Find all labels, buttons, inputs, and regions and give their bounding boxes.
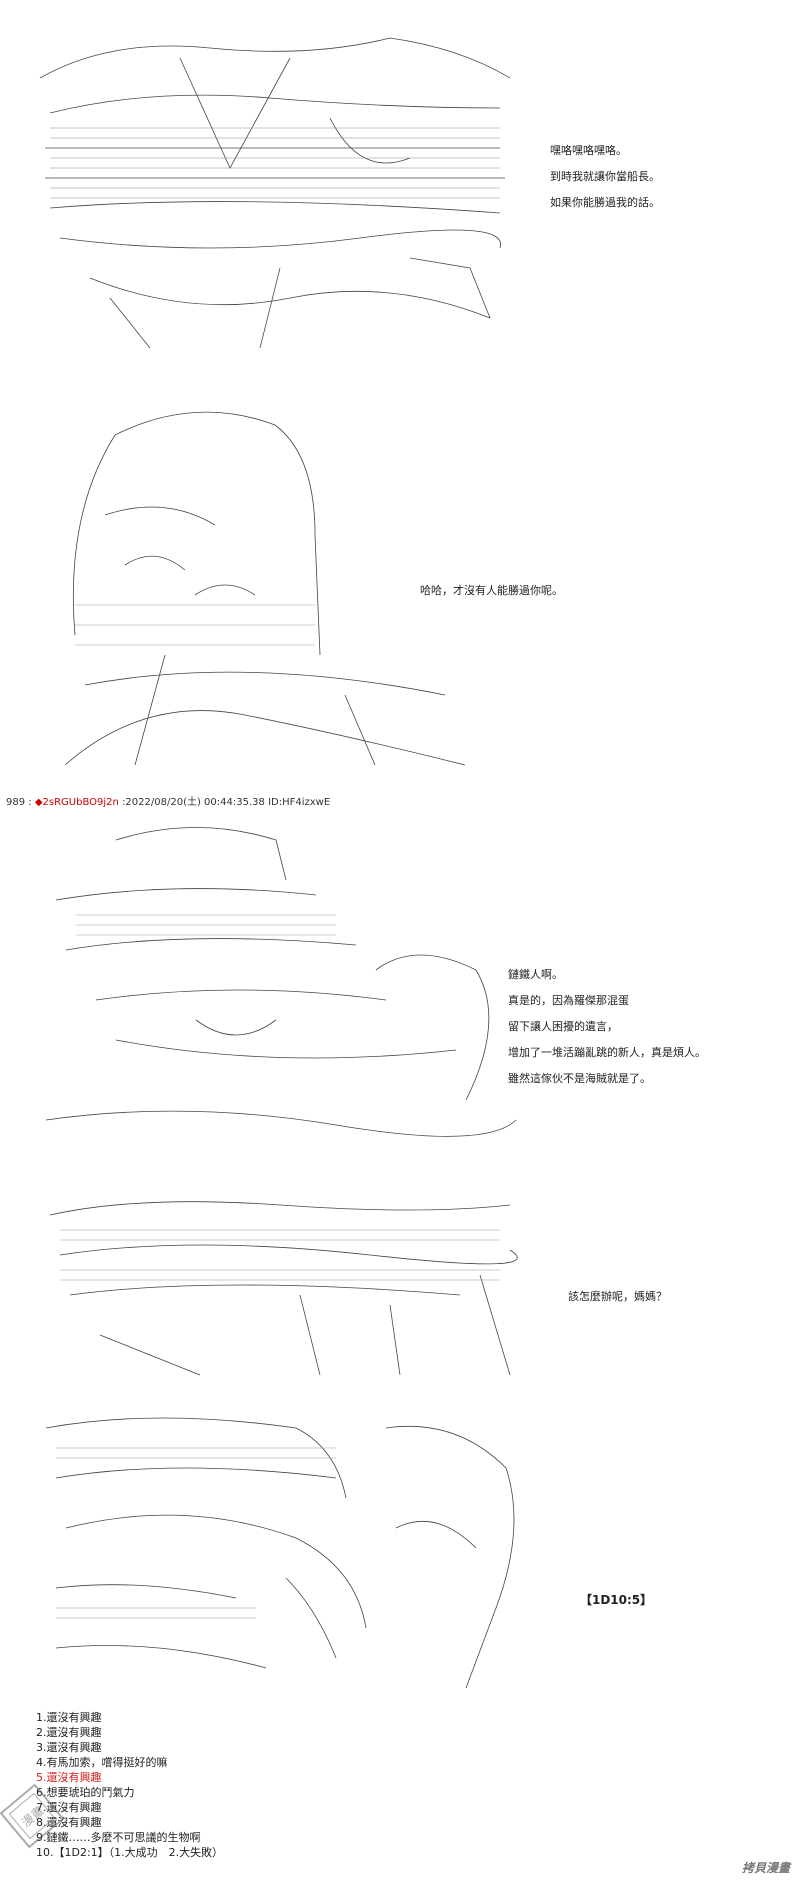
- ascii-art-panel-4: [40, 1175, 520, 1380]
- dialog-line: 真是的，因為羅傑那混蛋: [508, 994, 629, 1007]
- ascii-art-illustration-icon: [45, 827, 517, 1137]
- list-item: 10.【1D2:1】（1.大成功 2.大失敗）: [36, 1846, 224, 1859]
- dialog-panel-2: 哈哈，才沒有人能勝過你呢。: [420, 578, 563, 604]
- ascii-art-illustration-icon: [64, 411, 466, 766]
- list-item: 3.還沒有興趣: [36, 1741, 102, 1754]
- dialog-panel-3: 鏈鐵人啊。 真是的，因為羅傑那混蛋 留下讓人困擾的遺言， 增加了一堆活蹦亂跳的新…: [508, 962, 706, 1092]
- dialog-line: 增加了一堆活蹦亂跳的新人，真是煩人。: [508, 1046, 706, 1059]
- post-header: 989 : ◆2sRGUbBO9j2n :2022/08/20(土) 00:44…: [6, 793, 330, 808]
- ascii-art-illustration-icon: [39, 37, 511, 349]
- dialog-line: 到時我就讓你當船長。: [550, 170, 660, 183]
- list-item: 6.想要琥珀的鬥氣力: [36, 1786, 135, 1799]
- ascii-art-panel-2: [45, 395, 475, 770]
- dialog-line: 嘿咯嘿咯嘿咯。: [550, 144, 627, 157]
- ascii-art-panel-5: [36, 1408, 526, 1698]
- watermark-stamp-icon: 漫畫: [0, 1779, 69, 1852]
- trip-diamond-icon: ◆: [34, 797, 43, 808]
- list-item: 9.鏈鐵……多麼不可思議的生物啊: [36, 1831, 201, 1844]
- list-item: 2.還沒有興趣: [36, 1726, 102, 1739]
- dialog-line: 哈哈，才沒有人能勝過你呢。: [420, 584, 563, 597]
- ascii-art-panel-3: [36, 820, 521, 1140]
- dialog-line: 鏈鐵人啊。: [508, 968, 563, 981]
- dialog-line: 如果你能勝過我的話。: [550, 196, 660, 209]
- dialog-panel-4: 該怎麼辦呢，媽媽？: [568, 1284, 667, 1310]
- ascii-art-illustration-icon: [49, 1201, 518, 1376]
- ascii-art-illustration-icon: [45, 1417, 515, 1689]
- post-id: ID:HF4izxwE: [268, 797, 331, 808]
- choice-list: 1.還沒有興趣 2.還沒有興趣 3.還沒有興趣 4.有馬加索，嚐得挺好的嘛 5.…: [36, 1710, 223, 1860]
- watermark-text: 拷貝漫畫: [741, 1861, 790, 1875]
- dice-result: 【1D10:5】: [580, 1593, 653, 1607]
- dialog-panel-1: 嘿咯嘿咯嘿咯。 到時我就讓你當船長。 如果你能勝過我的話。: [550, 138, 660, 216]
- list-item-highlighted: 5.還沒有興趣: [36, 1771, 102, 1784]
- post-trip: 2sRGUbBO9j2n: [42, 797, 119, 808]
- list-item: 7.還沒有興趣: [36, 1801, 102, 1814]
- dialog-line: 雖然這傢伙不是海賊就是了。: [508, 1072, 651, 1085]
- post-number: 989 :: [6, 797, 32, 808]
- dialog-line: 留下讓人困擾的遺言，: [508, 1020, 618, 1033]
- list-item: 1.還沒有興趣: [36, 1711, 102, 1724]
- list-item: 4.有馬加索，嚐得挺好的嘛: [36, 1756, 168, 1769]
- post-datetime: :2022/08/20(土) 00:44:35.38: [122, 797, 265, 808]
- dialog-line: 該怎麼辦呢，媽媽？: [568, 1290, 667, 1303]
- ascii-art-panel-1: [30, 18, 520, 358]
- watermark-left-text: 漫畫: [18, 1803, 46, 1830]
